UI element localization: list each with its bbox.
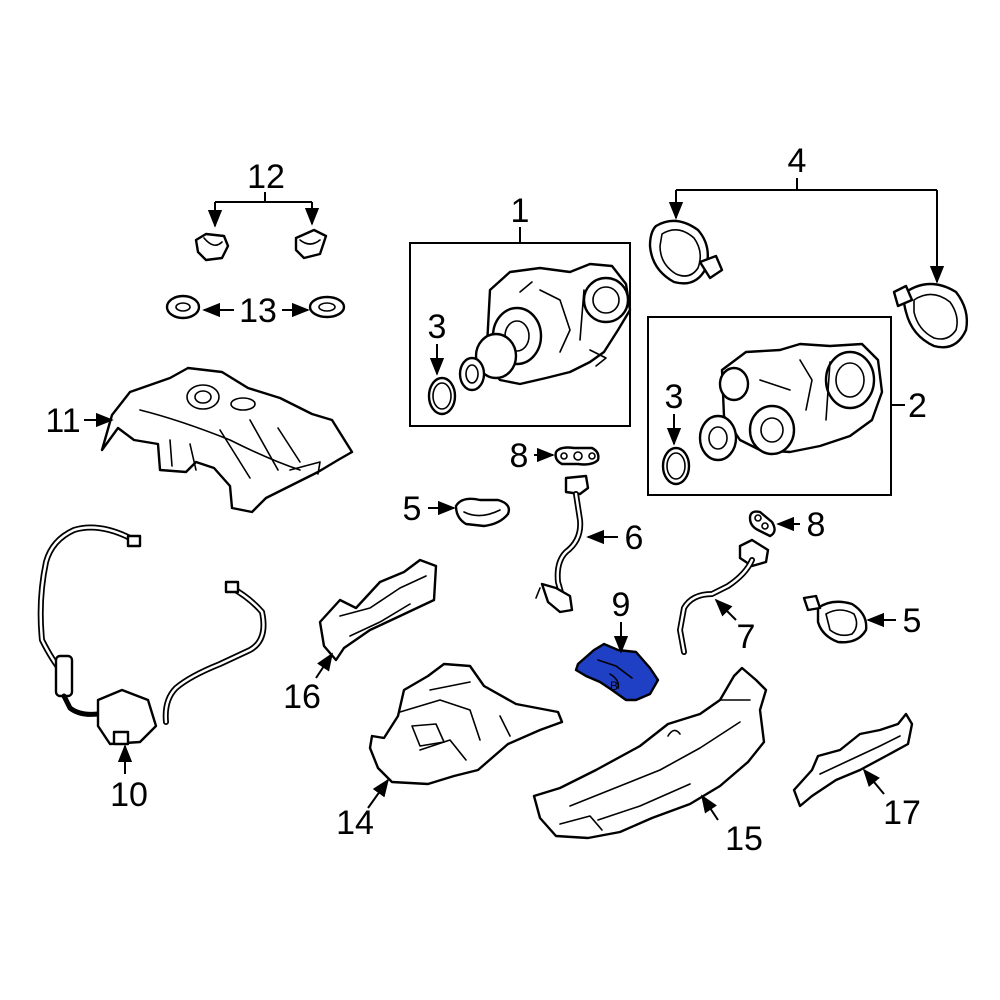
callout-8b: 8: [807, 506, 826, 544]
leader-12: [207, 192, 320, 228]
callout-14: 14: [336, 804, 374, 842]
turbocharger-part-2[interactable]: [698, 342, 884, 462]
leader-4: [668, 178, 945, 284]
o-ring-part-3b[interactable]: [661, 446, 691, 486]
gasket-part-8b[interactable]: [748, 510, 776, 538]
callout-12: 12: [247, 158, 285, 196]
leader-7: [714, 598, 737, 621]
heat-shield-part-17[interactable]: [792, 712, 914, 808]
sensor-harness-part-10[interactable]: [37, 524, 267, 746]
heat-shield-part-14[interactable]: [368, 662, 564, 786]
callout-3b: 3: [665, 378, 684, 416]
callout-5a: 5: [403, 490, 422, 528]
callout-15: 15: [725, 820, 763, 858]
clip-part-12[interactable]: [194, 228, 328, 262]
callout-16: 16: [283, 678, 321, 716]
leader-16: [315, 652, 333, 679]
heat-shield-part-16[interactable]: [318, 558, 438, 662]
o-ring-part-3a[interactable]: [427, 376, 457, 416]
callout-5b: 5: [903, 602, 922, 640]
leader-17: [862, 768, 885, 795]
gasket-part-13[interactable]: [165, 294, 346, 320]
clamp-part-4[interactable]: [648, 219, 969, 349]
callout-4: 4: [788, 142, 807, 180]
callout-6: 6: [625, 519, 644, 557]
turbocharger-part-1[interactable]: [458, 262, 632, 392]
oil-pipe-part-7[interactable]: [677, 538, 770, 655]
leader-14: [367, 778, 390, 809]
callout-13: 13: [239, 292, 277, 330]
callout-7: 7: [737, 618, 756, 656]
bracket-part-5a[interactable]: [454, 497, 511, 528]
callout-1: 1: [511, 192, 530, 230]
callout-8a: 8: [510, 437, 529, 475]
callout-11: 11: [45, 402, 80, 440]
heat-shield-part-15[interactable]: [532, 666, 768, 840]
oil-pipe-part-6[interactable]: [535, 474, 590, 614]
heat-shield-part-11[interactable]: [100, 366, 354, 514]
callout-9: 9: [612, 586, 631, 624]
bracket-part-9-highlighted[interactable]: B: [574, 642, 660, 702]
callout-10: 10: [110, 776, 148, 814]
callout-2: 2: [908, 387, 927, 425]
leader-15: [701, 794, 719, 821]
callout-3a: 3: [428, 308, 447, 346]
clamp-part-5b[interactable]: [802, 594, 868, 644]
svg-text:B: B: [610, 679, 618, 693]
callout-17: 17: [883, 794, 921, 832]
gasket-part-8a[interactable]: [554, 446, 600, 466]
